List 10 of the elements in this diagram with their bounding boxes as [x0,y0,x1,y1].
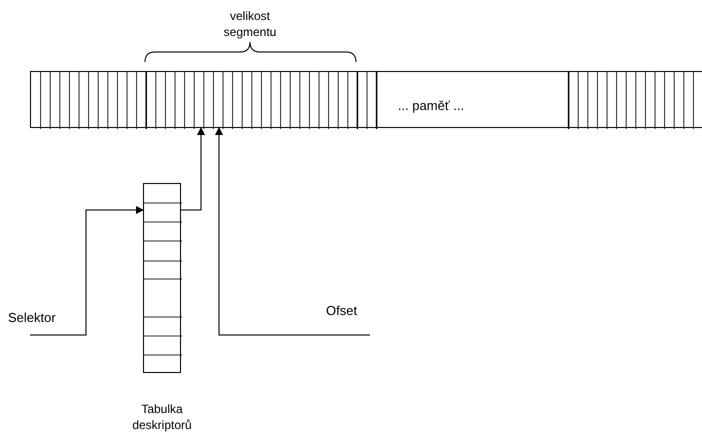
descriptor-table [143,183,181,373]
memory-label: ... paměť ... [398,98,464,114]
connector-arrow [180,127,205,210]
connector-arrow [215,127,370,336]
segment-size-label: velikost segmentu [222,8,278,40]
input-label: Selektor [8,310,76,335]
connector-arrow [30,206,144,336]
table-caption: Tabulka deskriptorů [131,401,193,433]
input-label: Ofset [326,303,372,335]
memory-strip [30,71,702,128]
